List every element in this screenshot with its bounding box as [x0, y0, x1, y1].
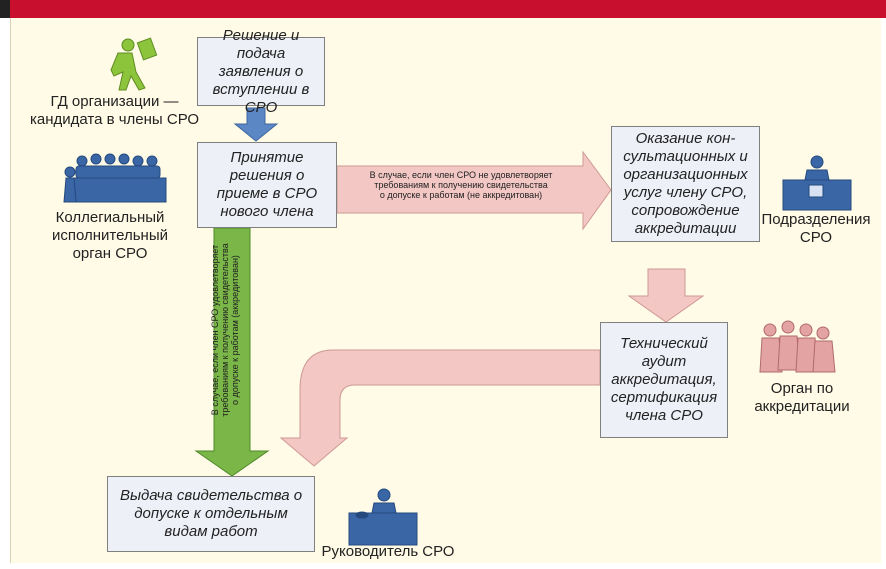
- director-desk-icon: [348, 488, 418, 546]
- label-director: Руководитель СРО: [321, 543, 455, 560]
- people-group-icon: [759, 320, 836, 373]
- arrow-audit-to-issuance: [279, 349, 601, 467]
- box-consulting: Оказание кон- сультационных и организаци…: [611, 126, 760, 242]
- label-gd-candidate: ГД организации — кандидата в члены СРО: [29, 93, 200, 128]
- note-not-accredited: В случае, если член СРО не удовлетворяет…: [369, 170, 553, 200]
- bottom-margin: [10, 563, 886, 569]
- label-collegial-body: Коллегиальный исполнительный орган СРО: [52, 209, 168, 262]
- arrow-to-audit: [627, 268, 705, 323]
- label-accreditation-body: Орган по аккредитации: [754, 380, 850, 415]
- diagram-frame: [10, 18, 881, 563]
- arrow-to-consulting: [336, 150, 612, 231]
- header-band: [0, 0, 886, 18]
- department-desk-icon: [782, 155, 852, 211]
- header-tab: [0, 0, 10, 18]
- arrow-to-acceptance: [233, 107, 279, 142]
- walking-person-icon: [110, 37, 158, 91]
- box-acceptance: Принятие решения о приеме в СРО нового ч…: [197, 142, 337, 228]
- note-accredited: В случае, если член СРО удовлетворяет тр…: [210, 243, 240, 417]
- label-departments: Подразделения СРО: [761, 211, 871, 246]
- box-audit: Технический аудит аккредитация, сертифик…: [600, 322, 728, 438]
- box-application: Решение и подача заявления о вступлении …: [197, 27, 325, 116]
- board-meeting-icon: [63, 153, 167, 203]
- arrow-green-accredited: [194, 227, 270, 477]
- box-issuance: Выдача свидетельства о допуске к отдельн…: [107, 476, 315, 552]
